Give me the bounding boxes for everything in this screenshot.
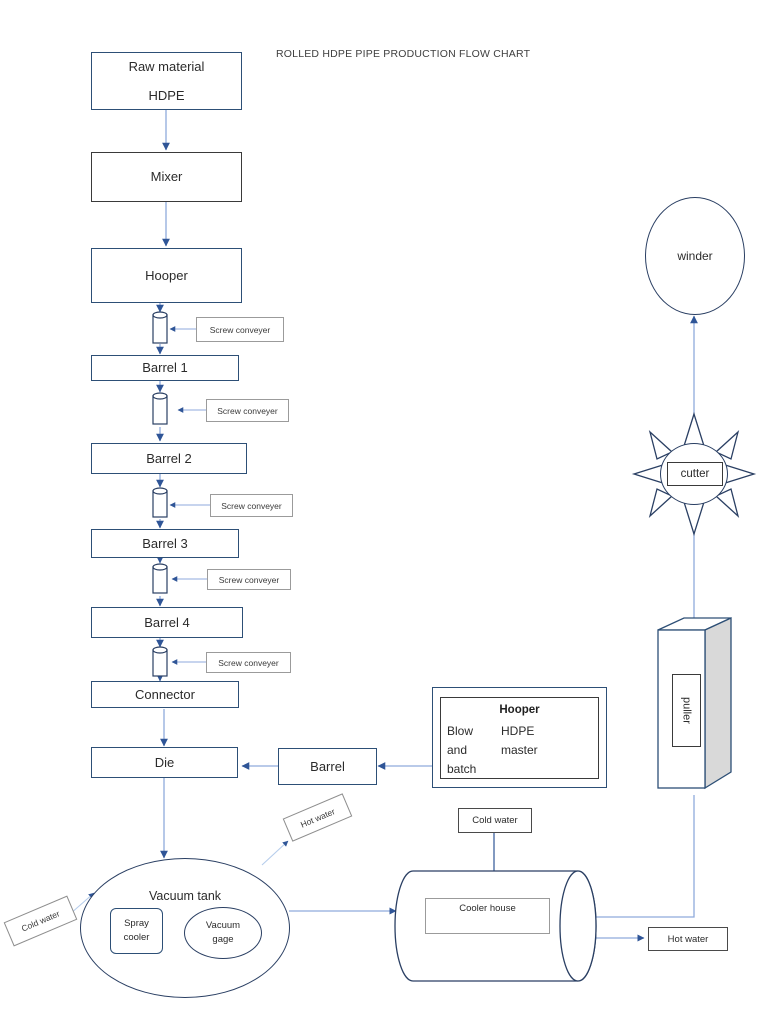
node-vacuum-gage[interactable]: Vacuum gage [184, 907, 262, 959]
masterbatch-col2-line1: HDPE [501, 724, 535, 738]
spray-cooler-line1: Spray [124, 918, 149, 930]
barrel-side-label: Barrel [310, 758, 345, 774]
node-spray-cooler[interactable]: Spray cooler [110, 908, 163, 954]
node-cutter[interactable]: cutter [667, 462, 723, 486]
spray-cooler-line2: cooler [123, 932, 150, 943]
screw-conveyer-label: Screw conveyer [218, 574, 280, 585]
cold-water-tank-label: Cold water [19, 908, 62, 934]
node-mixer[interactable]: Mixer [91, 152, 242, 202]
barrel-1-label: Barrel 1 [142, 360, 188, 376]
screw-conveyer-tag-3[interactable]: Screw conveyer [210, 494, 293, 517]
puller-label-box[interactable]: puller [672, 674, 701, 747]
raw-material-line2: HDPE [148, 87, 185, 103]
page-title: ROLLED HDPE PIPE PRODUCTION FLOW CHART [276, 48, 531, 60]
vacuum-gage-label: Vacuum gage [206, 919, 240, 947]
cold-water-tank-tag[interactable]: Cold water [3, 895, 78, 947]
node-barrel-4[interactable]: Barrel 4 [91, 607, 243, 638]
masterbatch-col1-line1: Blow [447, 724, 474, 738]
node-hooper[interactable]: Hooper [91, 248, 242, 303]
hot-water-cooler-label: Hot water [667, 933, 709, 945]
mixer-label: Mixer [150, 169, 183, 185]
cooler-house-label: Cooler house [459, 903, 516, 914]
node-barrel-side[interactable]: Barrel [278, 748, 377, 785]
node-die[interactable]: Die [91, 747, 238, 778]
barrel-2-label: Barrel 2 [146, 450, 192, 466]
raw-material-line1: Raw material [128, 59, 205, 74]
node-barrel-1[interactable]: Barrel 1 [91, 355, 239, 381]
screw-conveyer-tag-5[interactable]: Screw conveyer [206, 652, 291, 673]
cold-water-cooler-tag[interactable]: Cold water [458, 808, 532, 833]
vacuum-tank-label: Vacuum tank [149, 889, 222, 903]
masterbatch-heading: Hooper [499, 704, 540, 716]
connector-label: Connector [135, 686, 195, 702]
barrel-4-label: Barrel 4 [144, 614, 190, 630]
cooler-house-inner-box: Cooler house [425, 898, 550, 934]
vacuum-gage-line2: gage [212, 934, 234, 945]
barrel-3-label: Barrel 3 [142, 535, 188, 551]
winder-label: winder [677, 249, 713, 263]
node-barrel-3[interactable]: Barrel 3 [91, 529, 239, 558]
hot-water-cooler-tag[interactable]: Hot water [648, 927, 728, 951]
masterbatch-col2-line2: master [501, 743, 538, 757]
masterbatch-inner-box [440, 697, 599, 779]
masterbatch-col1-line2: and [447, 743, 468, 757]
hot-water-tank-label: Hot water [298, 805, 337, 830]
screw-conveyer-label: Screw conveyer [209, 324, 271, 335]
puller-label: puller [680, 697, 693, 724]
screw-conveyer-label: Screw conveyer [217, 405, 278, 416]
screw-conveyer-tag-4[interactable]: Screw conveyer [207, 569, 291, 590]
screw-conveyer-tag-2[interactable]: Screw conveyer [206, 399, 289, 422]
vacuum-gage-line1: Vacuum [205, 920, 241, 932]
node-connector[interactable]: Connector [91, 681, 239, 708]
screw-conveyer-tag-1[interactable]: Screw conveyer [196, 317, 284, 342]
hooper-label: Hooper [145, 267, 188, 283]
screw-conveyer-label: Screw conveyer [218, 657, 279, 668]
masterbatch-col1-line3: batch [447, 762, 477, 776]
node-winder[interactable]: winder [645, 197, 745, 315]
cutter-label: cutter [680, 468, 710, 480]
screw-conveyer-label: Screw conveyer [221, 500, 282, 511]
node-barrel-2[interactable]: Barrel 2 [91, 443, 247, 474]
node-raw-material[interactable]: Raw material HDPE [91, 52, 242, 110]
spray-cooler-label: Spray cooler [124, 917, 150, 945]
hot-water-tank-tag[interactable]: Hot water [282, 793, 353, 842]
die-label: Die [154, 754, 175, 770]
cold-water-cooler-label: Cold water [472, 815, 518, 826]
